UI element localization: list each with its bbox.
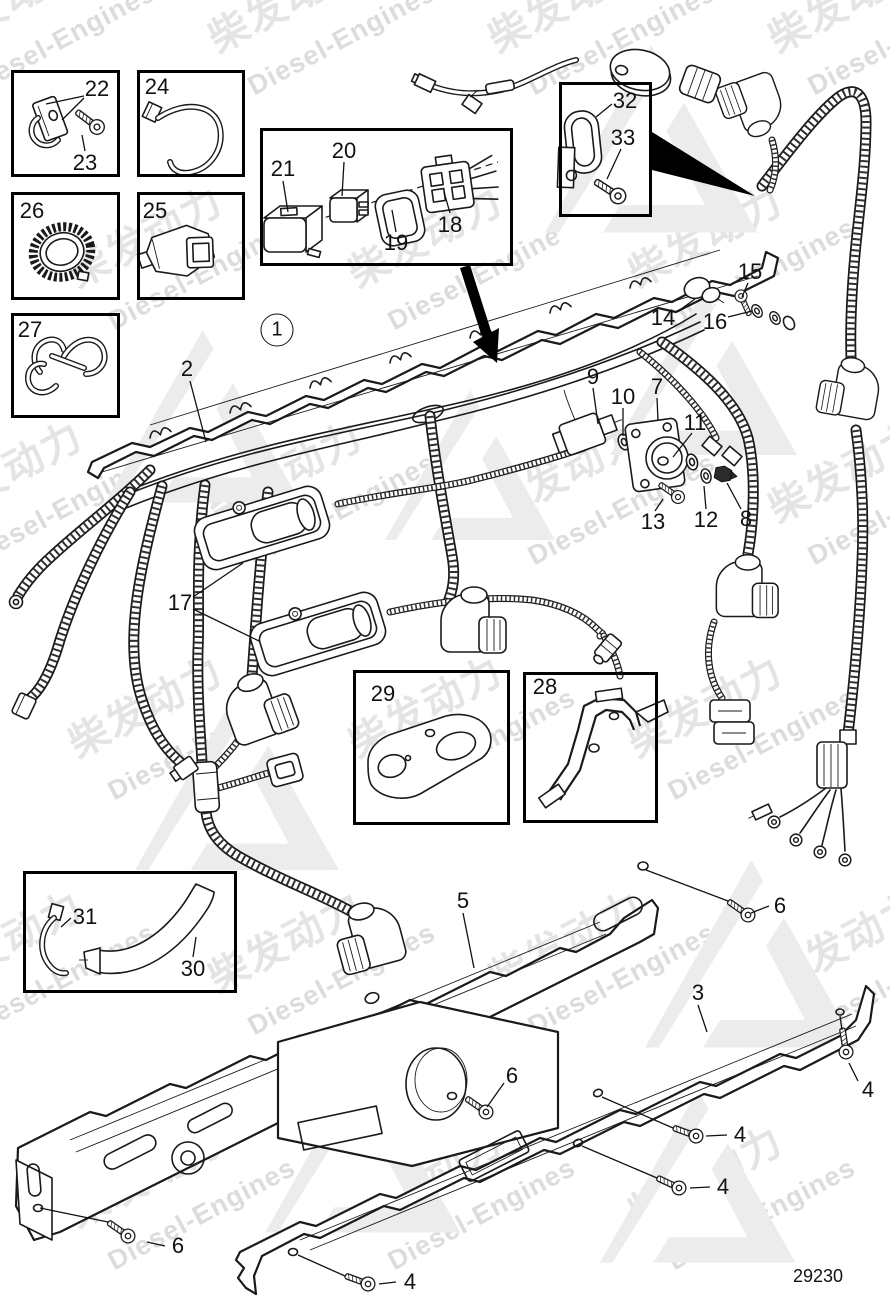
gasket-19 bbox=[374, 189, 426, 247]
relay-21 bbox=[263, 205, 323, 259]
pointer-arrow bbox=[460, 132, 755, 363]
clip-27-sketch bbox=[24, 336, 108, 396]
clamp-32-33-sketch bbox=[556, 110, 630, 208]
connector-18 bbox=[420, 154, 499, 214]
sensor-7-assembly bbox=[624, 417, 738, 493]
clamp-22-23-sketch bbox=[28, 95, 108, 149]
corrugated-tubes bbox=[12, 86, 872, 918]
drawing-number: 29230 bbox=[793, 1266, 844, 1286]
cable-tie-24-sketch bbox=[141, 100, 224, 176]
rail-2-sketch bbox=[86, 249, 780, 480]
bulkhead-plate bbox=[276, 1000, 560, 1168]
grommet-bracket bbox=[609, 48, 672, 97]
rail-3-sketch bbox=[234, 984, 876, 1296]
hose-30-31-sketch bbox=[39, 883, 215, 977]
relay-20 bbox=[329, 189, 369, 223]
top-subharness bbox=[410, 48, 722, 115]
bracket-29-sketch bbox=[367, 713, 492, 799]
right-terminal-bundle bbox=[748, 729, 857, 867]
leader-lines bbox=[39, 95, 859, 1285]
ring-nut-26-sketch bbox=[28, 222, 96, 282]
nut-8 bbox=[713, 465, 738, 483]
bracket-28-sketch bbox=[537, 687, 669, 809]
knurled-boot bbox=[816, 729, 857, 789]
t-sleeve bbox=[191, 760, 221, 814]
connector-stack bbox=[709, 699, 755, 745]
grommet-14-15-16 bbox=[683, 276, 796, 331]
injector-connectors-17 bbox=[193, 485, 387, 677]
sensor-25-sketch bbox=[136, 224, 216, 277]
cable-end-fittings bbox=[8, 435, 755, 788]
sensor-9-assembly bbox=[551, 412, 633, 456]
relay-kit-18-21-sketch bbox=[263, 154, 499, 259]
